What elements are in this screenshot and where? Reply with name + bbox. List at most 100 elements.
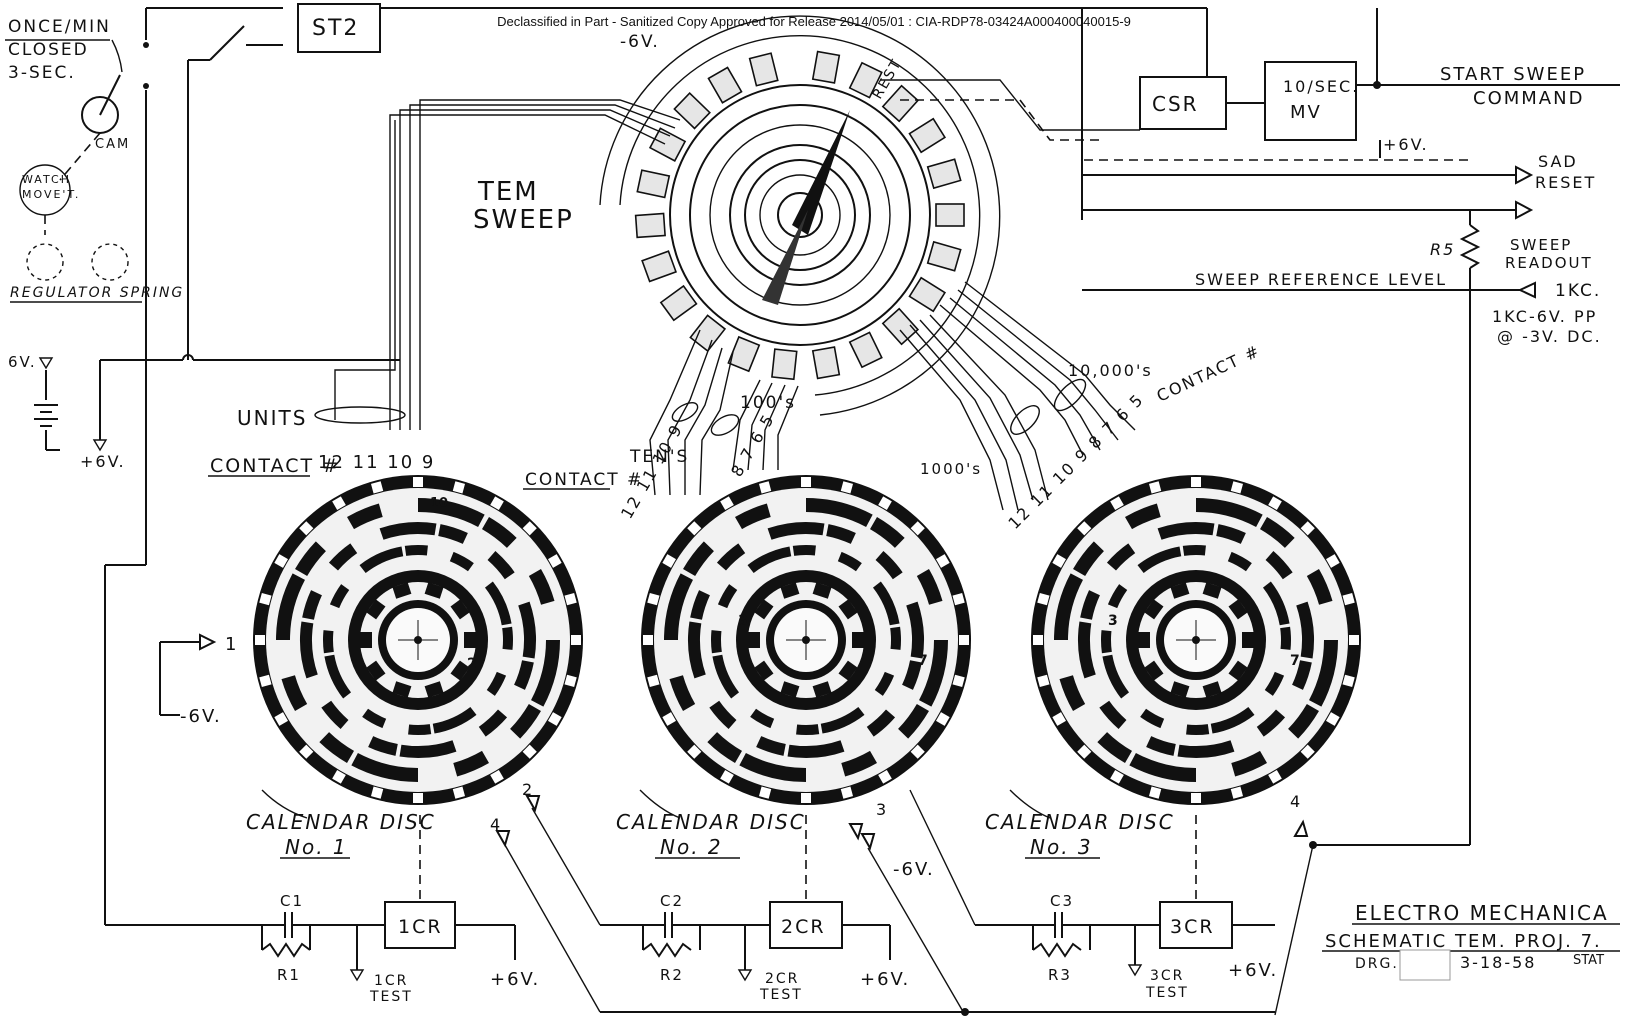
disc2-number: No. 2 bbox=[660, 835, 723, 859]
mv-box bbox=[1264, 61, 1357, 141]
watch-label-1: WATCH bbox=[22, 173, 71, 186]
kc-line: 1KC-6V. PP bbox=[1492, 307, 1597, 326]
sweep-contact-segment bbox=[634, 212, 666, 239]
csr-label: CSR bbox=[1152, 92, 1199, 116]
stat-label: STAT bbox=[1573, 953, 1604, 968]
sweep-contact-segment bbox=[908, 117, 947, 154]
r1-label: R1 bbox=[277, 966, 301, 984]
cr2-test-2: TEST bbox=[759, 987, 803, 1003]
cr3-test-2: TEST bbox=[1145, 985, 1189, 1001]
plus6-2: +6V. bbox=[860, 969, 910, 990]
units-numbers: 12 11 10 9 bbox=[318, 452, 435, 473]
side-label-3: 3 bbox=[876, 800, 888, 819]
st2-relay bbox=[297, 3, 381, 53]
cr2-test-1: 2CR bbox=[765, 971, 799, 987]
relay-3cr-label: 3CR bbox=[1170, 916, 1215, 938]
tem-sweep-switch: TEM SWEEP REST bbox=[334, 15, 1140, 511]
sweep-contact-segment bbox=[636, 169, 671, 199]
sweep-contact-segment bbox=[908, 276, 947, 313]
dc-line: @ -3V. DC. bbox=[1497, 327, 1602, 346]
calendar-disc-1 bbox=[253, 475, 583, 805]
relay-2cr-label: 2CR bbox=[781, 916, 826, 938]
side-label-2: 2 bbox=[522, 780, 534, 799]
sweep-contact-segment bbox=[771, 348, 798, 381]
sweep-contact-segment bbox=[881, 307, 920, 346]
sweep-contact-segment bbox=[659, 284, 698, 322]
sweep-contact-segment bbox=[673, 92, 711, 130]
sweep-contact-segment bbox=[641, 250, 677, 283]
left-plus6-label: +6V. bbox=[80, 452, 126, 471]
sweep-readout-1: SWEEP bbox=[1510, 236, 1572, 254]
r2-label: R2 bbox=[660, 966, 684, 984]
disc1-title: CALENDAR DISC bbox=[246, 810, 436, 834]
release-header: Declassified in Part - Sanitized Copy Ap… bbox=[497, 14, 1131, 29]
sweep-contact-segment bbox=[811, 346, 841, 380]
contact-label-2: CONTACT # bbox=[525, 470, 643, 490]
ten-thousands-label: 10,000's bbox=[1068, 361, 1153, 380]
start-sweep-2: COMMAND bbox=[1473, 88, 1584, 109]
cr3-test-1: 3CR bbox=[1150, 968, 1184, 984]
sweep-contact-segment bbox=[881, 84, 920, 123]
hundreds-numbers: 8 7 6 5 bbox=[727, 410, 778, 480]
disc2-mark-b: 7 bbox=[918, 653, 928, 669]
sweep-label: SWEEP bbox=[473, 205, 574, 235]
csr-box bbox=[1139, 76, 1227, 130]
disc3-mark-a: 3 bbox=[1108, 613, 1118, 629]
units-label: UNITS bbox=[237, 406, 307, 430]
start-sweep-1: START SWEEP bbox=[1440, 64, 1586, 85]
mv-label-1: 10/SEC. bbox=[1283, 77, 1359, 96]
hundreds-label: 100's bbox=[740, 393, 796, 413]
relay-2cr bbox=[769, 901, 843, 949]
side-label-minus6: -6V. bbox=[180, 706, 222, 727]
c2-label: C2 bbox=[660, 892, 684, 910]
relay-3cr bbox=[1159, 901, 1233, 949]
disc3-title: CALENDAR DISC bbox=[985, 810, 1175, 834]
drg-label: DRG. bbox=[1355, 956, 1399, 972]
c3-label: C3 bbox=[1050, 892, 1074, 910]
sad-label-2: RESET bbox=[1535, 173, 1596, 192]
drg-date: 3-18-58 bbox=[1460, 953, 1536, 972]
title-line-2: SCHEMATIC TEM. PROJ. 7. bbox=[1325, 931, 1602, 952]
timer-label-sec: 3-SEC. bbox=[8, 63, 76, 83]
contact-label-3: CONTACT # bbox=[1154, 341, 1264, 406]
sweep-contact-segment bbox=[707, 66, 743, 104]
supply-label: 6V. bbox=[8, 353, 37, 371]
one-kc-label: 1KC. bbox=[1555, 281, 1601, 301]
cr1-test-2: TEST bbox=[369, 989, 413, 1005]
watch-label-2: MOVE'T. bbox=[22, 188, 80, 201]
regulator-label: REGULATOR SPRING bbox=[10, 285, 184, 301]
sweep-readout-2: READOUT bbox=[1505, 254, 1593, 272]
cam-label: CAM bbox=[95, 137, 130, 152]
c1-label: C1 bbox=[280, 892, 304, 910]
timer-label-closed: CLOSED bbox=[8, 40, 89, 60]
side-label-4a: 4 bbox=[490, 815, 502, 834]
sweep-contact-segment bbox=[935, 203, 965, 227]
disc1-mark-a: 10 bbox=[430, 496, 448, 511]
sweep-rotor-arm bbox=[792, 110, 850, 235]
side-label-1: 1 bbox=[225, 634, 238, 655]
timer-label-once: ONCE/MIN bbox=[8, 17, 111, 37]
plus6-3: +6V. bbox=[1228, 960, 1278, 981]
tens-label: TEN'S bbox=[629, 447, 689, 467]
disc1-number: No. 1 bbox=[285, 835, 348, 859]
plus6-1: +6V. bbox=[490, 969, 540, 990]
sweep-contact-segment bbox=[926, 158, 962, 190]
mv-plus6: +6V. bbox=[1383, 135, 1429, 154]
title-line-1: ELECTRO MECHANICA bbox=[1355, 901, 1609, 925]
sweep-contact-segment bbox=[926, 240, 962, 272]
thousands-label: 1000's bbox=[920, 460, 982, 478]
tem-label: TEM bbox=[477, 177, 539, 207]
sweep-contact-segment bbox=[727, 335, 761, 373]
calendar-disc-2 bbox=[641, 475, 971, 805]
calendar-disc-3 bbox=[1031, 475, 1361, 805]
sweep-contact-segment bbox=[689, 314, 727, 353]
sweep-contact-segment bbox=[848, 331, 883, 369]
top-minus6: -6V. bbox=[620, 32, 660, 52]
r5-label: R5 bbox=[1430, 240, 1455, 259]
contact-label-1: CONTACT # bbox=[210, 455, 340, 477]
disc2-mark-a: 3 bbox=[738, 613, 748, 629]
side-signal-labels: 1 -6V. 2 4 3 -6V. 4 bbox=[159, 633, 1314, 1016]
sweep-contact-segment bbox=[748, 52, 779, 87]
sweep-contact-segment bbox=[811, 50, 841, 84]
